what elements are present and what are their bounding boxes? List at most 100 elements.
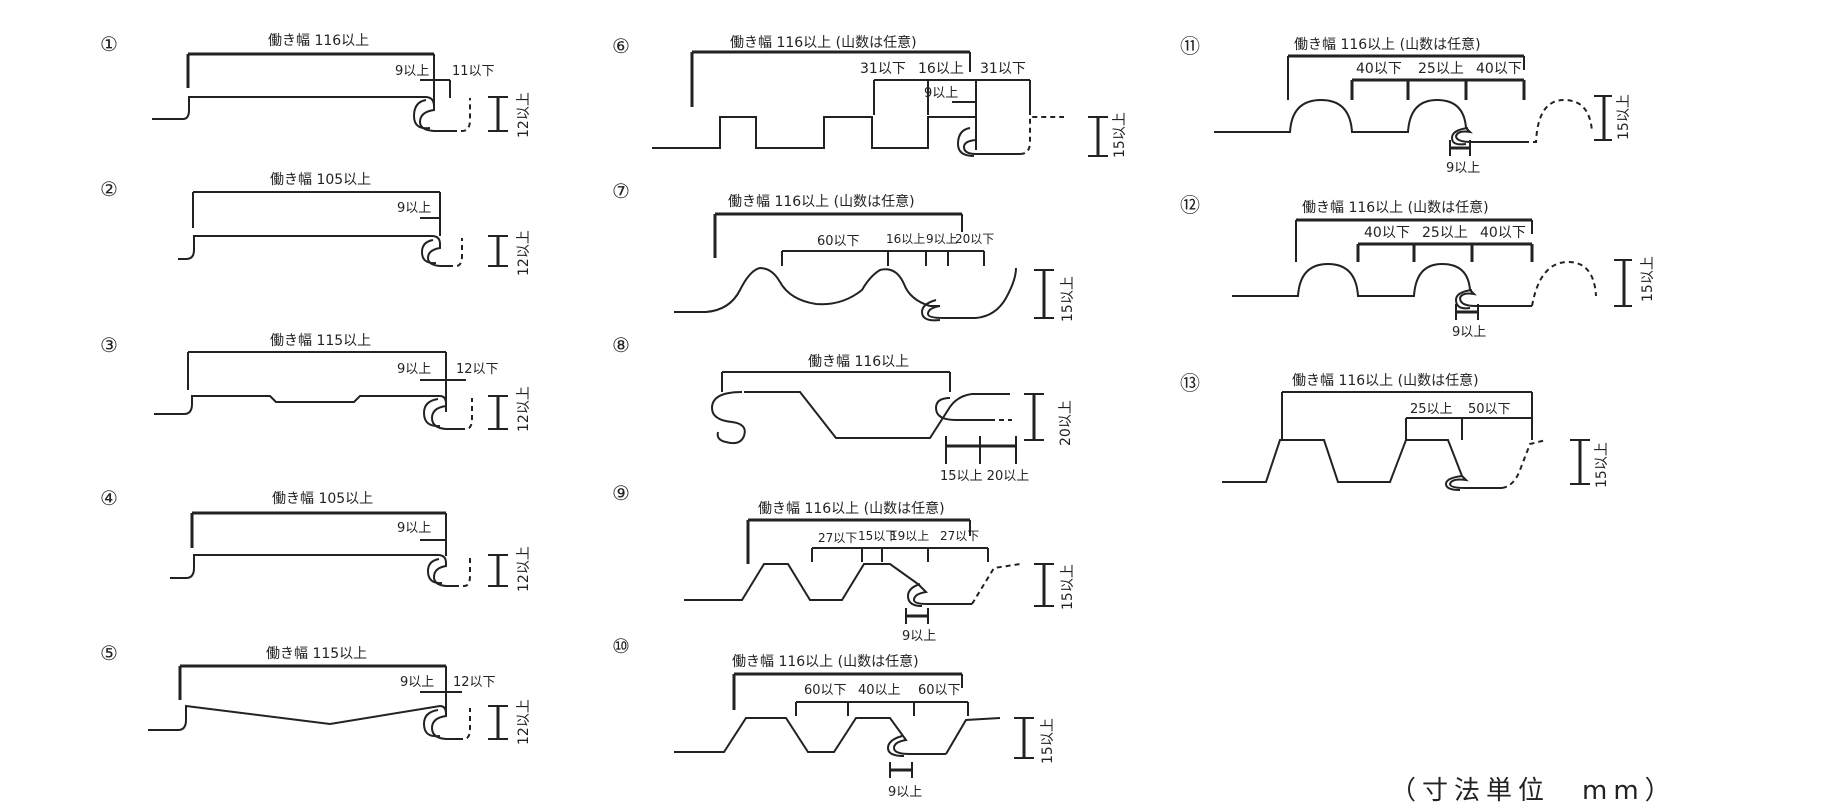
- panel-number: ③: [100, 333, 118, 357]
- height-label: 15以上: [1616, 94, 1632, 140]
- panel-number: ⑫: [1180, 193, 1200, 217]
- panel-10: ⑩ 働き幅 116以上 (山数は任意) 60以下 40以上 60以下: [612, 634, 1056, 800]
- sheet-profile: [170, 554, 454, 587]
- panel-number: ⑥: [612, 34, 630, 58]
- height-label: 15以上: [1040, 718, 1056, 764]
- dimension-label: 60以下: [804, 683, 847, 698]
- dimension-label: 60以下: [817, 234, 860, 249]
- sheet-profile: [674, 717, 946, 755]
- height-label: 12以上: [516, 92, 532, 138]
- panel-title: 働き幅 105以上: [270, 172, 371, 188]
- height-label: 20以上: [1058, 400, 1074, 446]
- panel-title: 働き幅 116以上: [808, 354, 909, 370]
- unit-note: （寸法単位 mm）: [1390, 776, 1677, 806]
- panel-title: 働き幅 116以上: [268, 33, 369, 49]
- dimension-label: 27以下: [940, 529, 979, 543]
- dimension-label: 31以下: [860, 61, 906, 77]
- below-dimension-label: 9以上: [1446, 161, 1480, 176]
- sheet-profile: [148, 704, 458, 740]
- panel-title: 働き幅 116以上 (山数は任意): [1292, 372, 1479, 389]
- panel-number: ⑨: [612, 481, 630, 505]
- panel-1: ① 働き幅 116以上 9以上 11以下 12以上: [100, 32, 532, 138]
- panel-title: 働き幅 116以上 (山数は任意): [732, 653, 919, 670]
- panel-title: 働き幅 116以上 (山数は任意): [728, 193, 915, 210]
- panel-number: ②: [100, 177, 118, 201]
- dimension-label: 25以上: [1418, 61, 1464, 77]
- dimension-label: 15以下: [858, 529, 897, 543]
- dimension-label: 31以下: [980, 61, 1026, 77]
- below-dimension-label: 15以上 20以上: [940, 469, 1029, 484]
- dimension-label: 12以下: [453, 675, 496, 690]
- panel-title: 働き幅 105以上: [272, 491, 373, 507]
- panel-13: ⑬ 働き幅 116以上 (山数は任意) 25以上 50以下 15以上: [1180, 371, 1610, 491]
- dimension-label: 25以上: [1410, 402, 1453, 417]
- below-dimension-label: 9以上: [888, 785, 922, 800]
- height-label: 15以上: [1060, 276, 1076, 322]
- panel-number: ①: [100, 32, 118, 56]
- dimension-label: 20以下: [955, 232, 994, 246]
- dimension-label: 50以下: [1468, 402, 1511, 417]
- panel-7: ⑦ 働き幅 116以上 (山数は任意) 60以下 16以上 9以上 20以下: [612, 179, 1076, 322]
- panel-number: ⑦: [612, 179, 630, 203]
- panel-4: ④ 働き幅 105以上 9以上 12以上: [100, 486, 532, 592]
- sheet-profile: [1214, 98, 1524, 143]
- panel-6: ⑥ 働き幅 116以上 (山数は任意) 31以下 16以上 31以下 9以上: [612, 34, 1128, 158]
- dimension-label: 9以上: [400, 675, 434, 690]
- sheet-profile: [1222, 439, 1502, 489]
- dimension-label: 9以上: [926, 232, 958, 246]
- dimension-label: 16以上: [918, 61, 964, 77]
- sheet-profile: [154, 395, 460, 430]
- dimension-label: 27以下: [818, 531, 857, 545]
- panel-5: ⑤ 働き幅 115以上 9以上 12以下 12以上: [100, 641, 532, 745]
- height-label: 12以上: [516, 546, 532, 592]
- dimension-label: 9以上: [395, 64, 429, 79]
- height-label: 12以上: [516, 386, 532, 432]
- panel-11: ⑪ 働き幅 116以上 (山数は任意) 40以下 25以上 40以下: [1180, 34, 1632, 176]
- dimension-label: 11以下: [452, 64, 495, 79]
- sheet-profile: [178, 235, 448, 267]
- panel-title: 働き幅 116以上 (山数は任意): [1302, 199, 1489, 216]
- height-label: 12以上: [516, 699, 532, 745]
- dimension-label: 40以下: [1356, 61, 1402, 77]
- height-label: 15以上: [1640, 256, 1656, 302]
- panel-number: ⑬: [1180, 371, 1200, 395]
- panel-number: ⑤: [100, 641, 118, 665]
- dimension-label: 9以上: [397, 201, 431, 216]
- below-dimension-label: 9以上: [902, 629, 936, 644]
- height-label: 15以上: [1594, 442, 1610, 488]
- dimension-label: 60以下: [918, 683, 961, 698]
- panel-title: 働き幅 115以上: [270, 333, 371, 349]
- panel-title: 働き幅 116以上 (山数は任意): [758, 500, 945, 517]
- panel-number: ⑩: [612, 634, 630, 658]
- sheet-profile: [684, 563, 972, 605]
- panel-9: ⑨ 働き幅 116以上 (山数は任意) 27以下 15以下 19以上 27以下: [612, 481, 1076, 644]
- panel-8: ⑧ 働き幅 116以上 20以上 15以上 20以上: [612, 333, 1074, 484]
- sheet-profile: [152, 96, 452, 132]
- panel-number: ④: [100, 486, 118, 510]
- dimension-label: 40以下: [1480, 225, 1526, 241]
- dimension-label: 40以下: [1476, 61, 1522, 77]
- panel-title: 働き幅 115以上: [266, 646, 367, 662]
- panel-2: ② 働き幅 105以上 9以上 12以上: [100, 172, 532, 276]
- panel-3: ③ 働き幅 115以上 9以上 12以下 12以上: [100, 333, 532, 432]
- sheet-profile: [710, 391, 746, 445]
- dimension-label: 9以上: [397, 521, 431, 536]
- panel-title: 働き幅 116以上 (山数は任意): [1294, 36, 1481, 53]
- panel-12: ⑫ 働き幅 116以上 (山数は任意) 40以下 25以上 40以下: [1180, 193, 1656, 340]
- height-label: 15以上: [1060, 564, 1076, 610]
- panel-title: 働き幅 116以上 (山数は任意): [730, 34, 917, 51]
- below-dimension-label: 9以上: [1452, 325, 1486, 340]
- sheet-profile: [674, 266, 976, 319]
- height-label: 12以上: [516, 230, 532, 276]
- sheet-profile: [1232, 262, 1532, 307]
- dimension-label: 9以上: [397, 362, 431, 377]
- dimension-label: 9以上: [924, 86, 958, 101]
- dimension-label: 40以上: [858, 683, 901, 698]
- dimension-label: 25以上: [1422, 225, 1468, 241]
- height-label: 15以上: [1112, 112, 1128, 158]
- panel-number: ⑧: [612, 333, 630, 357]
- dimension-label: 19以上: [890, 529, 929, 543]
- dimension-label: 12以下: [456, 362, 499, 377]
